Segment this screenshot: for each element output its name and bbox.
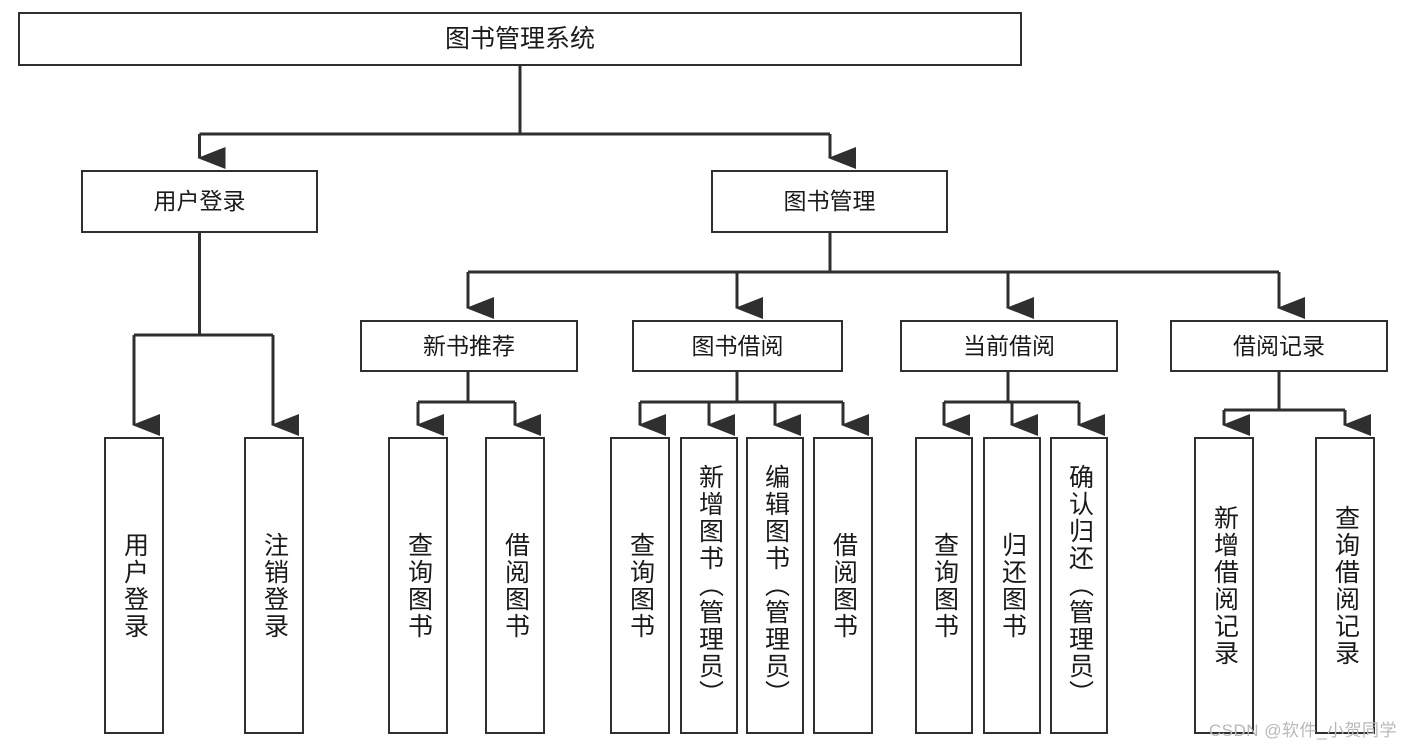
node-new-book-recommend[interactable]: 新书推荐 [360,320,578,372]
node-book-borrow-label: 图书借阅 [691,332,784,359]
leaf-borrow-edit-book-admin-label: 编辑图书（管理员） [761,464,790,707]
leaf-record-query-record-label: 查询借阅记录 [1331,504,1360,667]
leaf-current-return-book-label: 归还图书 [998,531,1027,640]
leaf-record-query-record[interactable]: 查询借阅记录 [1315,437,1375,734]
leaf-current-return-book[interactable]: 归还图书 [983,437,1041,734]
watermark: CSDN @软件_小贺同学 [1208,721,1397,740]
leaf-borrow-lend-book-label: 借阅图书 [829,531,858,640]
node-book-management-label: 图书管理 [783,188,876,215]
leaf-logout[interactable]: 注销登录 [244,437,304,734]
leaf-current-query-book[interactable]: 查询图书 [915,437,973,734]
node-root[interactable]: 图书管理系统 [18,12,1022,66]
leaf-newbook-borrow-book[interactable]: 借阅图书 [485,437,545,734]
node-book-management[interactable]: 图书管理 [711,170,948,233]
leaf-borrow-lend-book[interactable]: 借阅图书 [813,437,873,734]
leaf-borrow-query-book[interactable]: 查询图书 [610,437,670,734]
leaf-current-confirm-return-admin[interactable]: 确认归还（管理员） [1050,437,1108,734]
node-root-label: 图书管理系统 [444,24,595,53]
leaf-borrow-edit-book-admin[interactable]: 编辑图书（管理员） [746,437,804,734]
leaf-logout-label: 注销登录 [260,531,289,640]
leaf-newbook-query-book-label: 查询图书 [404,531,433,640]
node-current-borrow-label: 当前借阅 [963,332,1055,359]
node-borrow-record[interactable]: 借阅记录 [1170,320,1388,372]
node-user-login-label: 用户登录 [153,188,246,215]
node-user-login[interactable]: 用户登录 [81,170,318,233]
leaf-borrow-add-book-admin-label: 新增图书（管理员） [695,464,724,707]
node-new-book-recommend-label: 新书推荐 [423,332,515,359]
leaf-borrow-add-book-admin[interactable]: 新增图书（管理员） [680,437,738,734]
leaf-borrow-query-book-label: 查询图书 [626,531,655,640]
leaf-newbook-borrow-book-label: 借阅图书 [501,531,530,640]
leaf-current-query-book-label: 查询图书 [930,531,959,640]
node-book-borrow[interactable]: 图书借阅 [632,320,843,372]
leaf-user-login[interactable]: 用户登录 [104,437,164,734]
node-current-borrow[interactable]: 当前借阅 [900,320,1118,372]
leaf-newbook-query-book[interactable]: 查询图书 [388,437,448,734]
leaf-record-add-record-label: 新增借阅记录 [1210,504,1239,667]
leaf-user-login-label: 用户登录 [120,531,149,640]
leaf-record-add-record[interactable]: 新增借阅记录 [1194,437,1254,734]
node-borrow-record-label: 借阅记录 [1233,332,1325,359]
leaf-current-confirm-return-admin-label: 确认归还（管理员） [1065,464,1094,707]
